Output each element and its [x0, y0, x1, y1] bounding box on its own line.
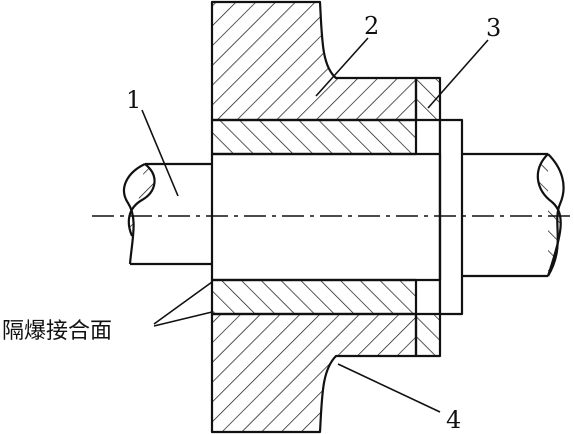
label-part-4: 4: [446, 406, 461, 434]
end-cap-part-3: [414, 76, 464, 358]
leader-part-3: [427, 39, 489, 109]
leader-part-4: [337, 363, 441, 413]
label-part-2: 2: [364, 12, 379, 40]
flange-part-4: [210, 0, 418, 434]
leader-part-1: [141, 109, 179, 197]
label-joint-surface: 隔爆接合面: [2, 319, 112, 344]
label-part-1: 1: [126, 86, 141, 114]
leader-part-2: [315, 37, 369, 97]
label-part-3: 3: [486, 14, 501, 42]
sleeve-part-2: [210, 118, 440, 316]
leader-joint-upper: [153, 281, 213, 325]
leader-joint-lower: [153, 311, 213, 327]
shaft-part-1: [122, 152, 565, 278]
